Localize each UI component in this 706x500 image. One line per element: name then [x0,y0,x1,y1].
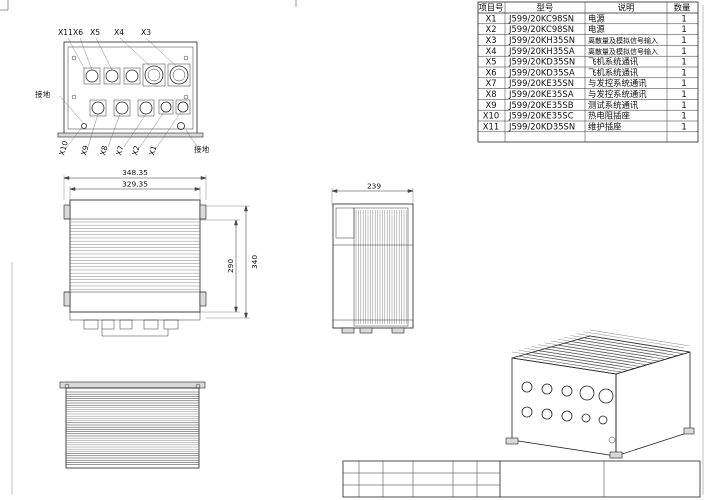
bom-cell-qty: 1 [681,121,686,131]
title-block [342,460,701,498]
bom-header-desc: 说明 [618,3,635,13]
bom-cell-model: J599/20KC98SN [508,13,574,23]
front-leader-lines [59,37,199,149]
bom-cell-desc: 维护插座 [588,121,622,131]
bom-cell-model: J599/20KH35SA [508,46,575,56]
label-x10: X10 [57,140,70,157]
bom-cell-model: J599/20KD35SN [508,121,575,131]
bom-cell-model: J599/20KC98SN [508,24,574,34]
label-x2: X2 [130,144,141,156]
bom-cell-item: X5 [485,57,496,67]
bom-cell-item: X7 [485,78,496,88]
bom-cell-qty: 1 [681,78,686,88]
bom-cell-qty: 1 [681,24,686,34]
bom-cell-model: J599/20KH35SN [508,35,575,45]
bom-cell-desc: 飞机系统通讯 [588,57,639,67]
bom-cell-desc: 热电阻插座 [588,111,630,121]
bom-cell-model: J599/20KE35SB [508,100,574,110]
bom-cell-item: X8 [485,89,496,99]
bom-cell-item: X2 [485,24,496,34]
bom-cell-item: X11 [483,121,499,131]
isometric-view [505,329,695,459]
bom-header-item: 项目号 [478,3,503,13]
bom-cell-model: J599/20KE35SN [508,78,574,88]
bom-cell-desc: 离散量及模拟信号输入 [588,47,658,56]
bom-header-qty: 数量 [674,3,691,13]
bom-cell-qty: 1 [681,100,686,110]
bom-cell-item: X3 [485,35,496,45]
dim-width-inner: 329.35 [122,180,148,189]
front-connector-row-top [83,63,191,87]
label-x4: X4 [114,28,124,37]
bom-cell-desc: 与发控系统通讯 [588,89,647,99]
dim-height-inner: 290 [226,259,235,273]
bom-cell-desc: 电源 [588,24,605,34]
dim-width-outer: 348.35 [122,168,148,177]
label-x5: X5 [90,28,100,37]
bom-cell-desc: 测试系统通讯 [588,100,639,110]
label-x8: X8 [98,144,109,156]
label-ground-left: 接地 [35,89,51,99]
label-x6: X6 [73,28,83,37]
bom-cell-desc: 飞机系统通讯 [588,67,639,77]
bom-cell-qty: 1 [681,35,686,45]
label-ground-right: 接地 [194,144,210,154]
label-x11: X11 [58,28,73,37]
label-x1: X1 [147,144,158,156]
label-x3: X3 [141,28,151,37]
bom-cell-qty: 1 [681,67,686,77]
bom-cell-qty: 1 [681,13,686,23]
label-x7: X7 [114,144,125,156]
bom-cell-qty: 1 [681,89,686,99]
dim-depth: 239 [367,182,381,191]
bom-cell-model: J599/20KE35SC [508,111,574,121]
bom-cell-desc: 电源 [588,13,605,23]
bom-cell-desc: 与发控系统通讯 [588,78,647,88]
bom-cell-item: X1 [485,13,496,23]
dim-height-outer: 340 [250,255,259,269]
bom-cell-item: X9 [485,100,496,110]
bom-header-model: 型号 [537,3,554,13]
label-x9: X9 [79,144,90,156]
bom-cell-model: J599/20KD35SN [508,57,575,67]
bom-cell-qty: 1 [681,57,686,67]
side-view: 239 [331,182,414,334]
bom-cell-qty: 1 [681,111,686,121]
bom-cell-model: J599/20KE35SA [508,89,574,99]
bom-cell-item: X6 [485,67,496,77]
bom-cell-item: X10 [483,111,499,121]
bom-cell-desc: 离散量及模拟信号输入 [588,36,658,45]
bom-cell-item: X4 [485,46,496,56]
bom-cell-qty: 1 [681,46,686,56]
top-view: 348.35 329.35 290 340 [63,168,259,337]
bottom-view [59,381,206,469]
bom-cell-model: J599/20KD35SA [508,67,575,77]
front-view: X11 X6 X5 X4 X3 接地 接地 X10 X9 X8 X7 X2 X1 [35,28,210,157]
